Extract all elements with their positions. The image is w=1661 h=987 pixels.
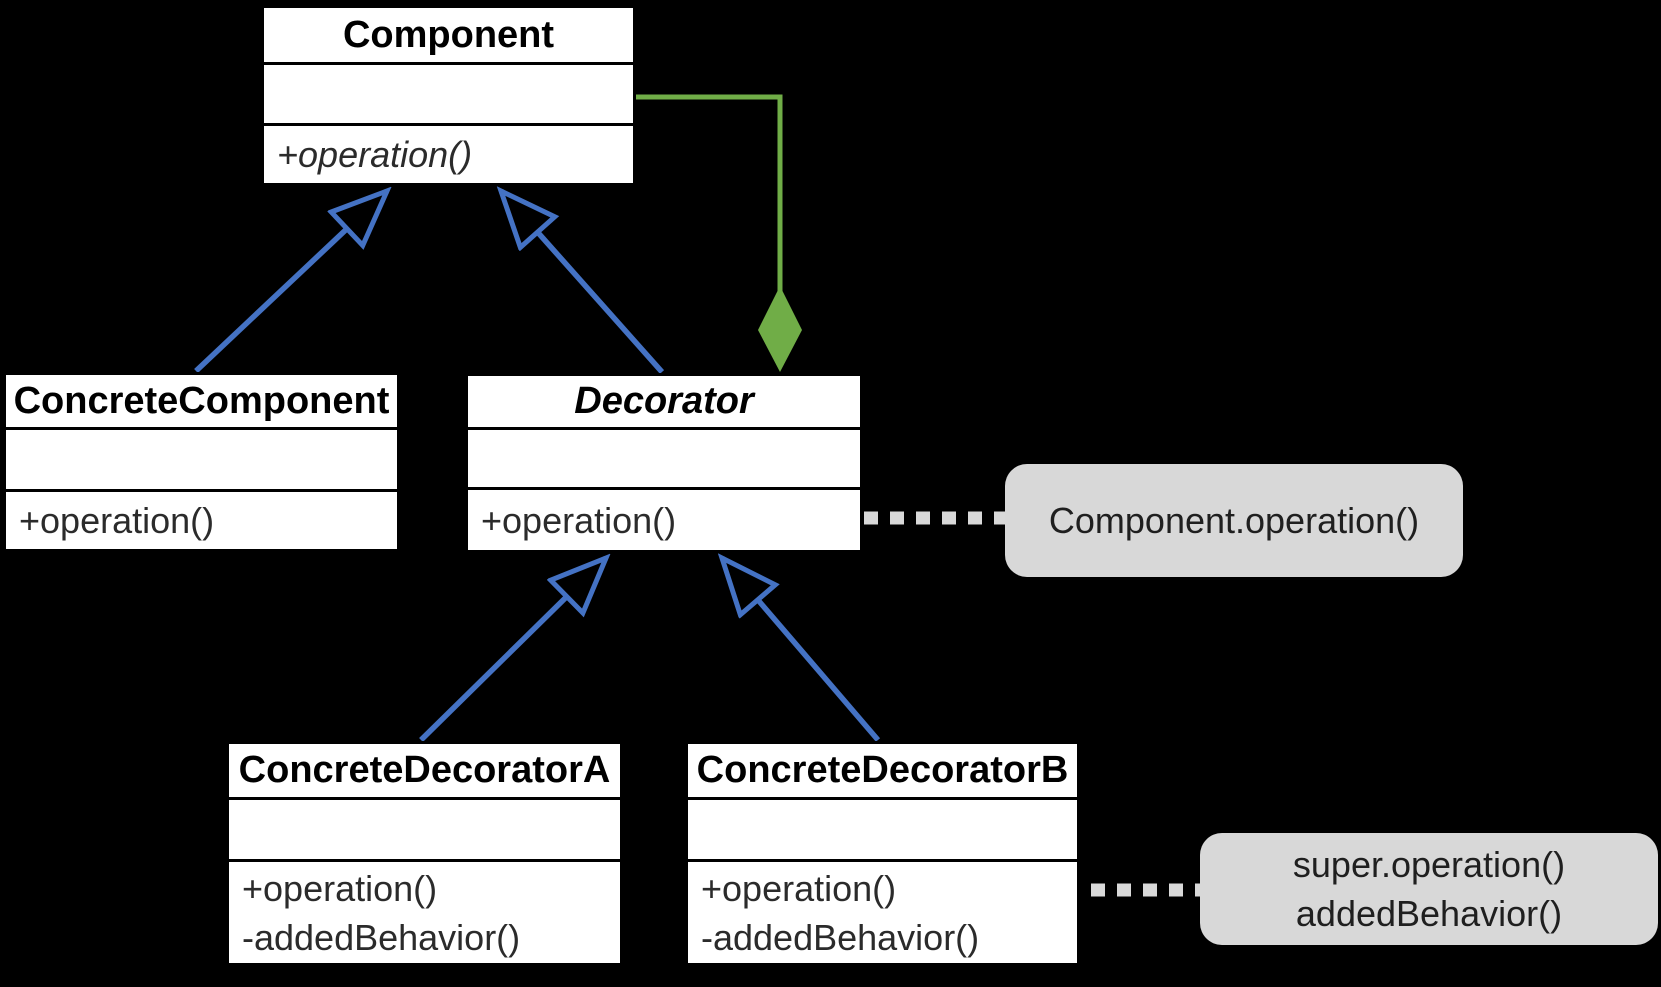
class-operations-section: +operation() xyxy=(468,490,860,550)
class-box-concrete-component: ConcreteComponent +operation() xyxy=(3,372,400,552)
class-title: Component xyxy=(264,8,633,65)
class-box-concrete-decorator-a: ConcreteDecoratorA +operation() -addedBe… xyxy=(226,741,623,966)
note-decoratorb-operation: super.operation() addedBehavior() xyxy=(1200,833,1658,945)
class-title: ConcreteComponent xyxy=(6,375,397,430)
class-operations-section: +operation() xyxy=(6,492,397,549)
inheritance-arrow-concretedecoratorb-to-decorator xyxy=(722,558,881,742)
member-label: -addedBehavior() xyxy=(242,916,521,958)
member-label: -addedBehavior() xyxy=(701,916,980,958)
note-line: super.operation() xyxy=(1292,844,1566,885)
note-line: Component.operation() xyxy=(1048,500,1420,541)
class-attributes-section xyxy=(468,430,860,490)
inheritance-arrow-concretedecoratora-to-decorator xyxy=(419,558,606,742)
aggregation-diamond xyxy=(758,286,802,372)
class-attributes-section xyxy=(264,65,633,126)
class-operations-section: +operation() -addedBehavior() xyxy=(688,862,1077,963)
aggregation-connector-component-decorator xyxy=(636,94,802,372)
class-title: Decorator xyxy=(468,376,860,430)
class-operations-section: +operation() xyxy=(264,126,633,183)
note-decorator-operation: Component.operation() xyxy=(1005,464,1463,577)
class-attributes-section xyxy=(229,800,620,862)
inheritance-arrow-decorator-to-component xyxy=(501,191,665,374)
class-box-concrete-decorator-b: ConcreteDecoratorB +operation() -addedBe… xyxy=(685,741,1080,966)
class-title: ConcreteDecoratorB xyxy=(688,744,1077,800)
class-box-component: Component +operation() xyxy=(261,5,636,186)
member-label: +operation() xyxy=(701,867,897,909)
class-operations-section: +operation() -addedBehavior() xyxy=(229,862,620,963)
member-label: +operation() xyxy=(242,867,438,909)
inheritance-arrow-concretecomponent-to-component xyxy=(194,191,387,374)
member-label: +operation() xyxy=(481,499,677,541)
note-line: addedBehavior() xyxy=(1295,893,1563,934)
class-title: ConcreteDecoratorA xyxy=(229,744,620,800)
member-label: +operation() xyxy=(19,500,215,541)
member-label: +operation() xyxy=(277,134,473,175)
class-attributes-section xyxy=(6,430,397,492)
class-box-decorator: Decorator +operation() xyxy=(465,373,863,553)
class-attributes-section xyxy=(688,800,1077,862)
